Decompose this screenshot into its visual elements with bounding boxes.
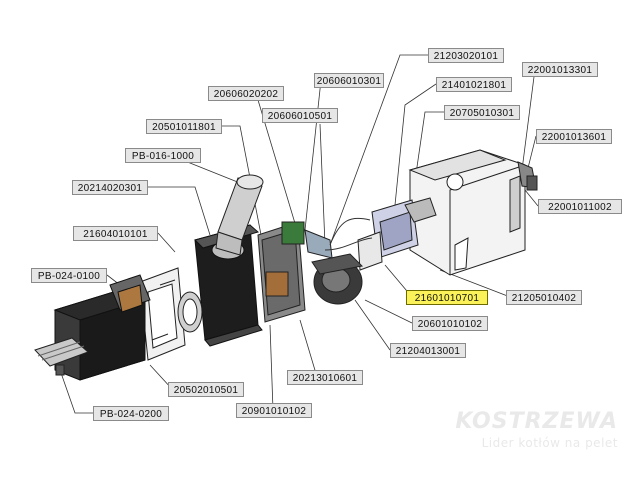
- part-label-PB-024-0200[interactable]: PB-024-0200: [93, 406, 169, 421]
- cables: [324, 217, 373, 251]
- fan: [311, 253, 364, 305]
- brand-name: KOSTRZEWA: [455, 409, 618, 434]
- boiler-housing: [408, 149, 526, 276]
- part-label-21601010701[interactable]: 21601010701: [406, 290, 488, 305]
- brand-watermark: KOSTRZEWA Lider kotłów na pelet: [418, 409, 618, 450]
- part-label-20606010301[interactable]: 20606010301: [314, 73, 384, 88]
- part-label-21204013001[interactable]: 21204013001: [390, 343, 466, 358]
- mounting-plate: [257, 221, 333, 323]
- part-label-20213010601[interactable]: 20213010601: [287, 370, 363, 385]
- part-label-21401021801[interactable]: 21401021801: [436, 77, 512, 92]
- flange: [177, 291, 203, 333]
- part-label-21604010101[interactable]: 21604010101: [73, 226, 158, 241]
- part-label-20501011801[interactable]: 20501011801: [146, 119, 222, 134]
- part-label-20901010102[interactable]: 20901010102: [236, 403, 312, 418]
- feed-pipe: [215, 174, 264, 256]
- end-fittings: [517, 161, 538, 191]
- gasket: [139, 267, 186, 361]
- part-label-20502010501[interactable]: 20502010501: [168, 382, 244, 397]
- part-label-20705010301[interactable]: 20705010301: [444, 105, 520, 120]
- part-label-22001013601[interactable]: 22001013601: [536, 129, 612, 144]
- part-label-21205010402[interactable]: 21205010402: [506, 290, 582, 305]
- part-label-21203020101[interactable]: 21203020101: [428, 48, 504, 63]
- controller-module: [357, 197, 437, 271]
- part-label-20606020202[interactable]: 20606020202: [208, 86, 284, 101]
- part-label-PB-024-0100[interactable]: PB-024-0100: [31, 268, 107, 283]
- part-label-PB-016-1000[interactable]: PB-016-1000: [125, 148, 201, 163]
- combustion-chamber: [53, 274, 151, 381]
- grate: [34, 337, 89, 376]
- part-label-20606010501[interactable]: 20606010501: [262, 108, 338, 123]
- brand-tagline: Lider kotłów na pelet: [481, 436, 618, 450]
- part-label-22001011002[interactable]: 22001011002: [538, 199, 622, 214]
- part-label-20214020301[interactable]: 20214020301: [72, 180, 148, 195]
- part-label-22001013301[interactable]: 22001013301: [522, 62, 598, 77]
- part-label-20601010102[interactable]: 20601010102: [412, 316, 488, 331]
